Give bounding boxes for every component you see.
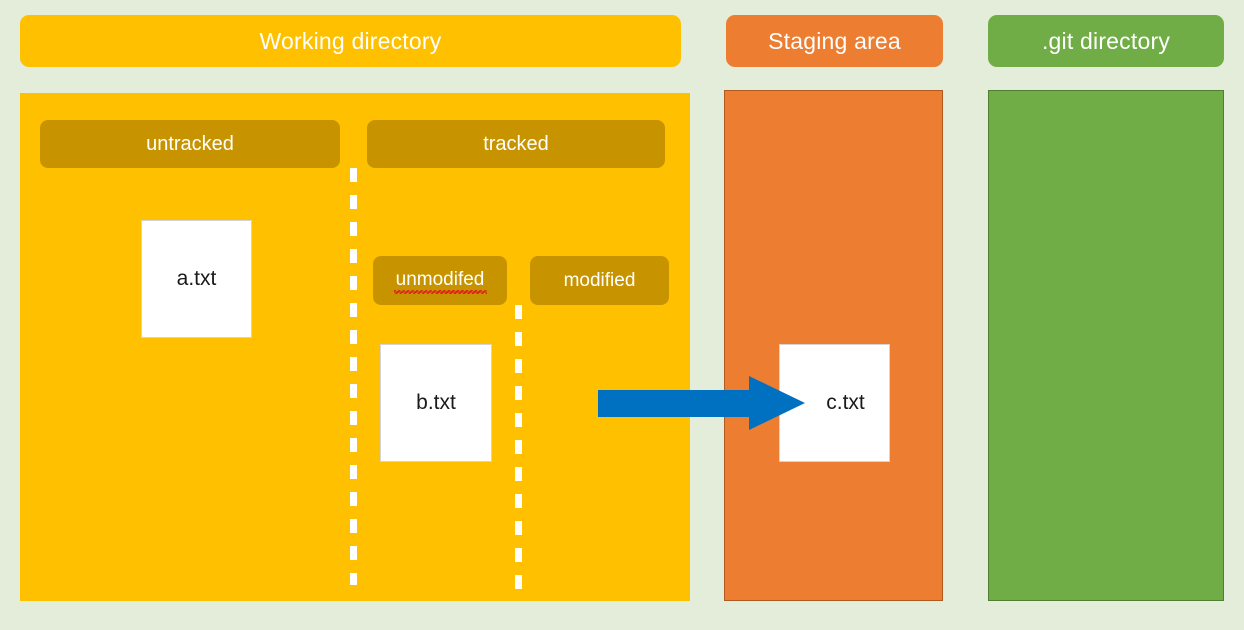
file-card-a-txt[interactable]: a.txt — [141, 220, 252, 338]
file-card-c-txt[interactable]: c.txt — [779, 344, 890, 462]
sub-label-untracked: untracked — [40, 120, 340, 168]
sub-label-untracked-text: untracked — [146, 132, 234, 155]
divider-untracked-tracked — [350, 168, 357, 585]
column-header-working-directory-label: Working directory — [259, 27, 442, 54]
file-card-b-txt-label: b.txt — [416, 391, 456, 414]
column-body-working-directory: untracked tracked a.txt unmodifed modifi… — [20, 93, 690, 601]
file-card-b-txt[interactable]: b.txt — [380, 344, 492, 462]
column-header-git-directory: .git directory — [988, 15, 1224, 67]
column-body-staging-area: c.txt — [724, 90, 943, 601]
divider-unmodifed-modified — [515, 305, 522, 592]
column-header-staging-area-label: Staging area — [768, 27, 901, 54]
sub-label-unmodifed: unmodifed — [373, 256, 507, 305]
file-card-c-txt-label: c.txt — [826, 391, 865, 414]
column-header-staging-area: Staging area — [726, 15, 943, 67]
column-body-git-directory — [988, 90, 1224, 601]
sub-label-unmodifed-text: unmodifed — [393, 269, 488, 294]
column-header-git-directory-label: .git directory — [1041, 27, 1171, 54]
sub-label-tracked-text: tracked — [483, 132, 549, 155]
column-header-working-directory: Working directory — [20, 15, 681, 67]
sub-label-modified-text: modified — [563, 269, 636, 291]
file-card-a-txt-label: a.txt — [176, 267, 217, 290]
sub-label-tracked: tracked — [367, 120, 665, 168]
sub-label-modified: modified — [530, 256, 669, 305]
